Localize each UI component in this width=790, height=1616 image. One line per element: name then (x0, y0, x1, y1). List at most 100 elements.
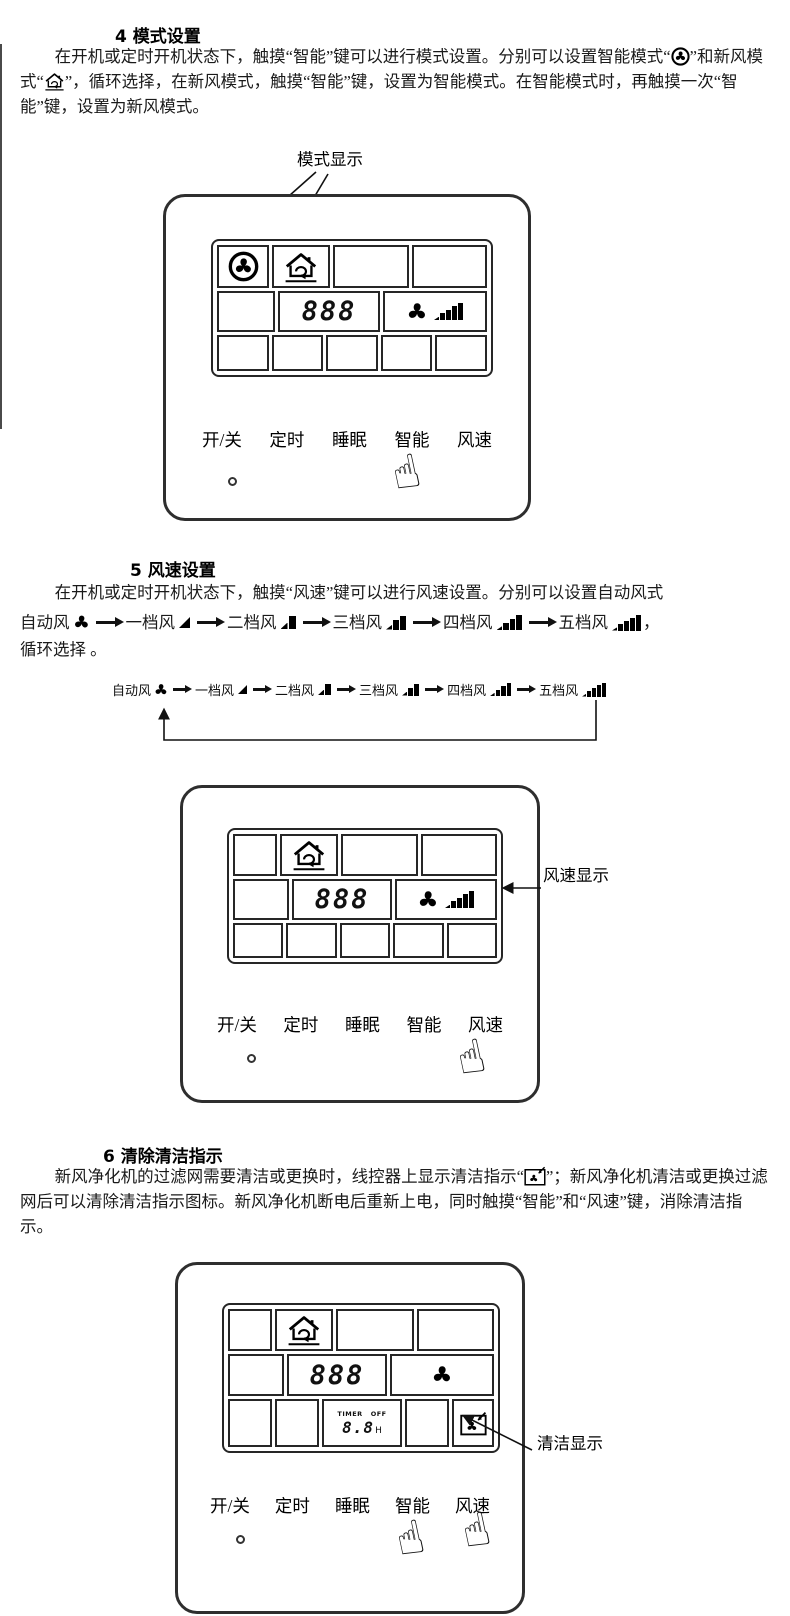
lcd-cell-blank (446, 923, 498, 958)
power-button[interactable]: 开/关 (210, 1496, 250, 1516)
smart-mode-icon (671, 47, 690, 66)
power-button[interactable]: 开/关 (202, 430, 242, 450)
speed-text-2: 循环选择 。 (20, 640, 107, 659)
fan-speed-indicator (395, 879, 497, 920)
lcd-cell-blank (228, 1354, 284, 1396)
page-edge-line (0, 44, 2, 429)
button-row: 开/关 定时 睡眠 智能 风速 (202, 427, 492, 452)
speed-button[interactable]: 风速 (455, 1496, 490, 1516)
clean-display-callout: 清洁显示 (537, 1434, 603, 1453)
speed-step-label: 自动风 (20, 613, 70, 632)
smart-button[interactable]: 智能 (406, 1015, 442, 1035)
speed-step-label: 一档风 (125, 613, 176, 632)
lcd-cell-blank (411, 245, 487, 288)
smart-button[interactable]: 智能 (394, 1496, 430, 1516)
fan-indicator (390, 1354, 494, 1396)
smart-mode-indicator (217, 245, 269, 288)
lcd-cell-blank (228, 1399, 272, 1447)
fan-icon (430, 1363, 454, 1387)
speed-sequence-inline: 自动风 一档风 二档风 三档风 四档风 五档风， (20, 610, 776, 635)
lcd-cell-blank (286, 923, 337, 958)
mode-paragraph: 在开机或定时开机状态下，触摸“智能”键可以进行模式设置。分别可以设置智能模式“ ”… (20, 44, 774, 119)
speed-step-label: 五档风 (558, 613, 609, 632)
speed-step-label: 二档风 (227, 613, 277, 632)
speed-text-1: 在开机或定时开机状态下，触摸“风速”键可以进行风速设置。分别可以设置自动风式 (54, 583, 664, 602)
fresh-air-indicator (280, 834, 338, 876)
lcd-cell-blank (435, 335, 487, 371)
lcd-cell-blank (339, 923, 391, 958)
pointing-hand-icon: ☝ (386, 442, 426, 502)
arrow-icon (197, 616, 225, 628)
fresh-air-icon (291, 839, 327, 871)
fan-speed-bars-icon (434, 303, 463, 320)
fresh-air-icon (283, 251, 319, 283)
wall-controller-clean: 888 TIMER OFF 8.8 H (175, 1262, 525, 1614)
lcd-cell-blank (271, 335, 324, 371)
fan-speed-indicator (383, 291, 487, 332)
fan-speed-bars-icon (179, 617, 190, 628)
clean-paragraph: 新风净化机的过滤网需要清洁或更换时，线控器上显示清洁指示“”；新风净化机清洁或更… (20, 1164, 774, 1239)
fan-speed-bars-icon (402, 683, 420, 696)
timer-button[interactable]: 定时 (283, 1015, 319, 1035)
lcd-cell-blank (393, 923, 444, 958)
mode-text-1: 在开机或定时开机状态下，触摸“智能”键可以进行模式设置。分别可以设置智能模式“ (54, 47, 671, 66)
fan-icon (153, 682, 169, 698)
mode-text-3: ”，循环选择，在新风模式，触摸“智能”键，设置为智能模式。在智能模式时，再触摸一… (20, 72, 738, 116)
lcd-cell-blank (233, 834, 277, 876)
fresh-air-mode-icon (44, 72, 65, 91)
cycle-loop-arrow (158, 700, 597, 741)
clean-filter-icon (524, 1166, 546, 1186)
wall-controller-mode: 888 开/关 定时 睡眠 智能 风速 ☝ (163, 194, 531, 521)
lcd-cell-blank (228, 1309, 272, 1351)
arrow-icon (517, 684, 537, 694)
speed-step-label: 五档风 (539, 683, 579, 698)
arrow-icon (413, 616, 441, 628)
fan-icon (72, 613, 91, 632)
lcd-cell-blank (233, 879, 289, 920)
temperature-display: 888 (292, 879, 392, 920)
smart-mode-icon (228, 251, 259, 282)
lcd-cell-blank (326, 335, 378, 371)
timer-label: TIMER (337, 1409, 363, 1418)
fan-speed-bars-icon (490, 683, 512, 696)
arrow-icon (302, 616, 331, 628)
fresh-air-indicator (272, 245, 330, 288)
speed-step-label: 自动风 (112, 683, 152, 698)
arrow-icon (95, 616, 124, 628)
speed-step-label: 一档风 (195, 683, 235, 698)
indicator-led (247, 1054, 256, 1063)
fan-speed-bars-icon (280, 616, 296, 629)
smart-button[interactable]: 智能 (394, 430, 430, 450)
sleep-button[interactable]: 睡眠 (331, 430, 367, 450)
arrow-icon (173, 684, 193, 694)
button-row: 开/关 定时 睡眠 智能 风速 (210, 1493, 490, 1518)
speed-button[interactable]: 风速 (457, 430, 492, 450)
lcd-cell-blank (420, 834, 497, 876)
fan-speed-bars-icon (496, 615, 522, 630)
sleep-button[interactable]: 睡眠 (344, 1015, 380, 1035)
temperature-display: 888 (278, 291, 380, 332)
timer-button[interactable]: 定时 (274, 1496, 310, 1516)
section-5-heading: 5 风速设置 (130, 561, 216, 581)
timer-button[interactable]: 定时 (269, 430, 305, 450)
timer-hours-unit: H (375, 1425, 382, 1436)
lcd-cell-blank (217, 291, 275, 332)
section-4-heading: 4 模式设置 (115, 27, 201, 47)
lcd-cell-blank (341, 834, 418, 876)
lcd-display: 888 TIMER OFF 8.8 H (222, 1303, 500, 1453)
speed-step-label: 三档风 (332, 613, 383, 632)
power-button[interactable]: 开/关 (217, 1015, 257, 1035)
fan-speed-cycle-diagram: 自动风 一档风 二档风 三档风 四档风 五档风 (112, 680, 608, 699)
arrow-icon (528, 616, 557, 628)
sleep-button[interactable]: 睡眠 (334, 1496, 370, 1516)
speed-button[interactable]: 风速 (468, 1015, 503, 1035)
lcd-cell-blank (233, 923, 284, 958)
lcd-display: 888 (227, 828, 503, 964)
fan-speed-bars-icon (445, 891, 474, 908)
pointing-hand-icon: ☝ (390, 1508, 430, 1568)
indicator-led (228, 477, 237, 486)
fresh-air-icon (286, 1314, 322, 1346)
lcd-cell-blank (405, 1399, 449, 1447)
fan-speed-bars-icon (238, 685, 248, 694)
